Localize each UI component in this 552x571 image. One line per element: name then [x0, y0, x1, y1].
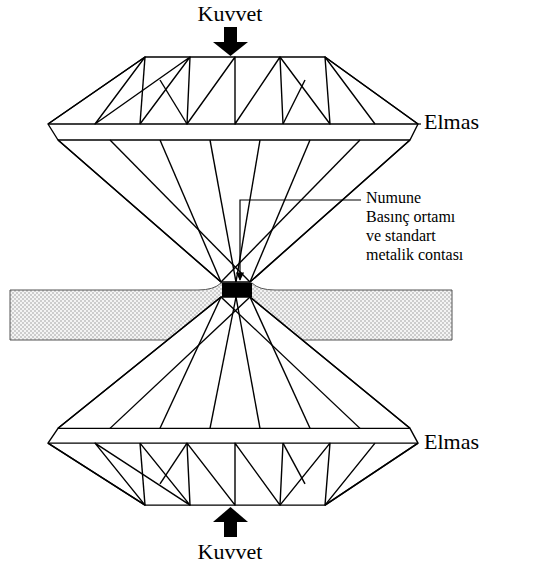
sample: [222, 283, 252, 297]
force-arrow: [213, 27, 248, 56]
force-label: Kuvvet: [190, 540, 270, 564]
force-arrow: [213, 507, 248, 537]
callout-label: Numune Basınç ortamı ve standart metalik…: [366, 188, 466, 264]
force-label: Kuvvet: [190, 2, 270, 26]
diamond-anvil: [48, 57, 418, 282]
leader-line: [240, 200, 361, 280]
part-label: Elmas: [424, 110, 514, 134]
label-tick: [418, 123, 421, 124]
diamond-anvil: [48, 297, 418, 505]
part-label: Elmas: [424, 430, 514, 454]
